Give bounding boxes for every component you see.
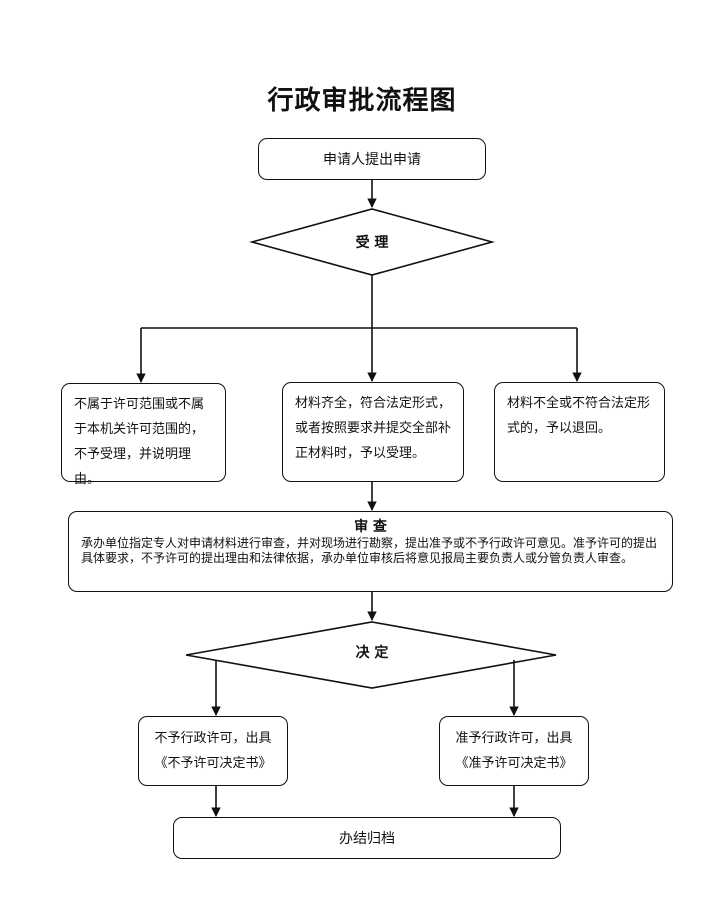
grant-line1: 准予行政许可，出具: [455, 731, 573, 746]
deny-line1: 不予行政许可，出具: [154, 731, 272, 746]
grant-box: 准予行政许可，出具 《准予许可决定书》: [439, 716, 589, 786]
review-text: 承办单位指定专人对申请材料进行审查，并对现场进行勘察，提出准予或不予行政许可意见…: [81, 536, 658, 565]
review-title: 审 查: [354, 519, 387, 535]
decide-diamond: [185, 621, 557, 689]
archive-label: 办结归档: [339, 831, 395, 847]
deny-box: 不予行政许可，出具 《不予许可决定书》: [138, 716, 288, 786]
decide-label: 决 定: [355, 645, 389, 661]
archive-box: 办结归档: [173, 817, 561, 859]
apply-box: 申请人提出申请: [258, 138, 486, 180]
page-title: 行政审批流程图: [267, 86, 457, 116]
branch-out-of-scope-box: 不属于许可范围或不属于本机关许可范围的，不予受理，并说明理由。: [61, 383, 226, 487]
apply-label: 申请人提出申请: [323, 152, 421, 168]
branch-complete-text: 材料齐全，符合法定形式，或者按照要求并提交全部补正材料时，予以受理。: [295, 396, 452, 461]
review-box: 审 查 承办单位指定专人对申请材料进行审查，并对现场进行勘察，提出准予或不予行政…: [68, 511, 673, 592]
accept-label: 受 理: [355, 235, 389, 251]
branch-incomplete-text: 材料不全或不符合法定形式的，予以退回。: [507, 396, 651, 436]
branch-incomplete-box: 材料不全或不符合法定形式的，予以退回。: [494, 382, 665, 482]
deny-line2: 《不予许可决定书》: [154, 756, 272, 771]
branch-out-of-scope-text: 不属于许可范围或不属于本机关许可范围的，不予受理，并说明理由。: [74, 397, 205, 487]
grant-line2: 《准予许可决定书》: [455, 756, 573, 771]
branch-complete-box: 材料齐全，符合法定形式，或者按照要求并提交全部补正材料时，予以受理。: [282, 382, 464, 482]
